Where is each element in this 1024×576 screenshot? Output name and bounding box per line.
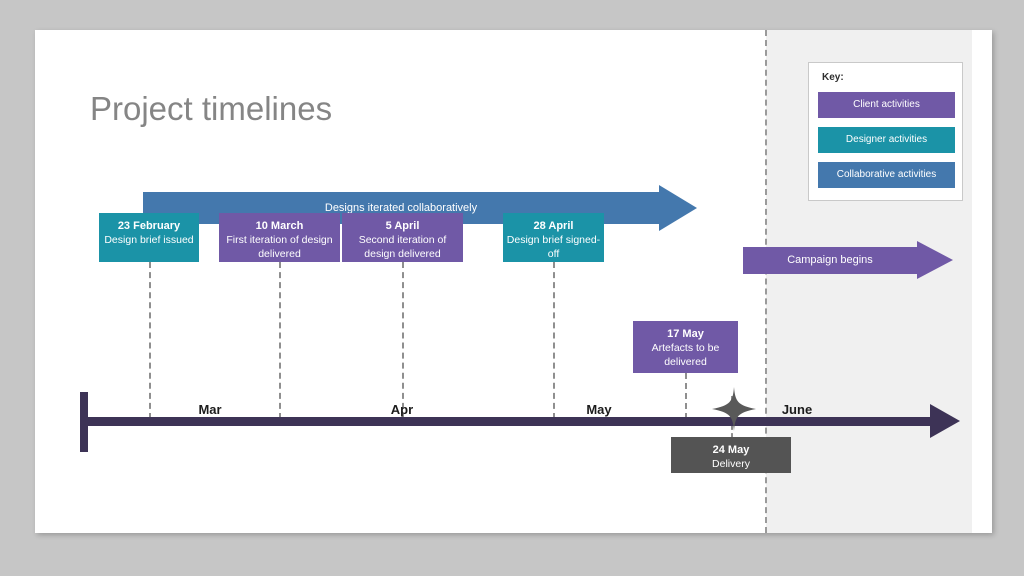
milestone-box-23-february: 23 February Design brief issued: [99, 213, 199, 262]
today-divider-line: [765, 30, 767, 533]
campaign-arrow-bar: [743, 247, 917, 274]
slide-canvas: Project timelines Key: Client activities…: [35, 30, 992, 533]
milestone-description: Second iteration of design delivered: [358, 234, 447, 260]
milestone-box-5-april: 5 April Second iteration of design deliv…: [342, 213, 463, 262]
timeline-axis: [80, 417, 935, 426]
milestone-date: 10 March: [255, 220, 304, 232]
axis-label-may: May: [586, 402, 612, 417]
collaborative-arrow-head-icon: [659, 185, 697, 231]
key-item-collaborative-activities: Collaborative activities: [818, 162, 955, 188]
milestone-description: Artefacts to be delivered: [651, 342, 720, 368]
milestone-description: Design brief signed-off: [506, 234, 601, 260]
connector-line-milestone-1: [279, 262, 281, 419]
milestone-description: Design brief issued: [104, 234, 194, 246]
axis-label-june: June: [781, 402, 813, 417]
connector-line-milestone-0: [149, 262, 151, 419]
milestone-date: 28 April: [533, 220, 574, 232]
axis-arrow-head-icon: [930, 404, 960, 438]
key-item-client-activities: Client activities: [818, 92, 955, 118]
collaborative-arrow-label: Designs iterated collaboratively: [324, 202, 478, 214]
star-sparkle-icon: [712, 387, 756, 431]
page-title: Project timelines: [90, 90, 333, 127]
axis-label-apr: Apr: [390, 402, 414, 417]
milestone-date: 23 February: [117, 220, 181, 232]
connector-line-milestone-2: [402, 262, 404, 419]
key-legend-box: Key: Client activities Designer activiti…: [808, 62, 963, 201]
connector-line-milestone-5: [731, 396, 733, 467]
milestone-box-10-march: 10 March First iteration of design deliv…: [219, 213, 340, 262]
milestone-box-24-may: 24 May Delivery: [671, 437, 791, 473]
campaign-arrow-head-icon: [917, 241, 953, 279]
axis-label-mar: Mar: [198, 402, 222, 417]
milestone-box-17-may: 17 May Artefacts to be delivered: [633, 321, 738, 373]
campaign-phase-arrow: Campaign begins: [743, 241, 953, 279]
key-item-designer-activities: Designer activities: [818, 127, 955, 153]
milestone-description: Delivery: [712, 458, 750, 470]
milestone-date: 17 May: [667, 328, 704, 340]
milestone-date: 24 May: [712, 444, 750, 456]
connector-line-milestone-4: [685, 373, 687, 419]
key-title: Key:: [822, 72, 844, 83]
connector-line-milestone-3: [553, 262, 555, 419]
milestone-date: 5 April: [385, 220, 420, 232]
milestone-box-28-april: 28 April Design brief signed-off: [503, 213, 604, 262]
campaign-arrow-label: Campaign begins: [787, 254, 873, 266]
milestone-description: First iteration of design delivered: [226, 234, 333, 260]
